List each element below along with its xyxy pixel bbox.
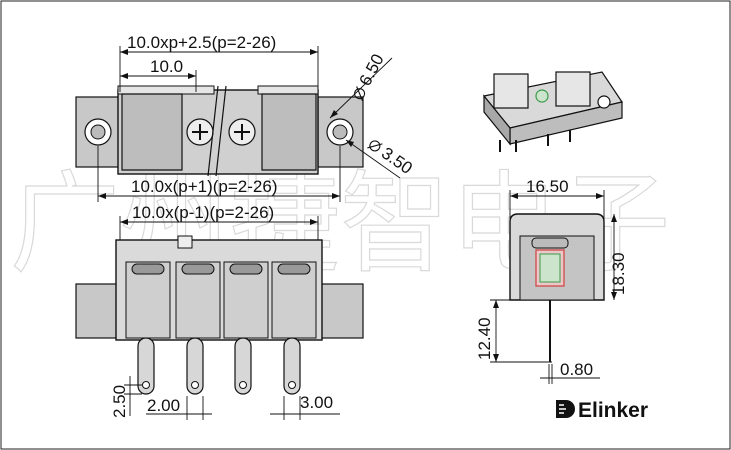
dim-height: 18.30 — [609, 252, 628, 295]
iso-mount-hole — [597, 95, 611, 109]
arrow-hole-large — [330, 110, 338, 118]
leader-hole-small — [345, 139, 401, 179]
screw-head-3 — [229, 263, 263, 275]
dim-pin-length: 12.40 — [475, 317, 494, 360]
break-mark — [207, 85, 227, 177]
dim-pin-gap: 3.00 — [300, 393, 333, 412]
screw-head-1 — [131, 263, 165, 275]
brand-name: Elinker — [578, 399, 648, 422]
dim-depth: 16.50 — [526, 177, 569, 196]
elinker-logo-icon — [556, 400, 575, 418]
pin-2 — [186, 337, 204, 395]
iso-pins — [499, 130, 571, 152]
side-view: 16.50 18.30 12.40 0.80 — [475, 177, 628, 384]
screw-1-slot — [192, 124, 208, 140]
leader-hole-large — [329, 57, 393, 119]
terminal-cover-1 — [121, 93, 183, 171]
pin-hole-1 — [142, 381, 150, 389]
iso-cover-1 — [493, 73, 529, 109]
logo-lines — [559, 404, 566, 414]
terminal-cell-1 — [125, 261, 171, 339]
side-screw-thread — [539, 253, 561, 283]
pin-hole-3 — [239, 381, 247, 389]
screw-head-2 — [181, 263, 215, 275]
diameter-slash-2 — [367, 143, 383, 149]
dim-length-p-plus-1: 10.0x(p+1)(p=2-26) — [131, 177, 277, 196]
pin-hole-4 — [288, 381, 296, 389]
dim-pin-width: 2.00 — [147, 396, 180, 415]
screw-2-slot — [234, 124, 250, 140]
iso-cover-2 — [555, 71, 591, 107]
dim-overall-length: 10.0xp+2.5(p=2-26) — [127, 33, 276, 52]
dim-hole-large: 6.50 — [355, 51, 387, 89]
top-body-lip-right — [257, 85, 319, 95]
right-hole-inner — [332, 124, 348, 140]
pin-1 — [137, 337, 155, 395]
terminal-cell-2 — [175, 261, 221, 339]
brand-logo: Elinker — [556, 399, 648, 422]
terminal-cell-4 — [271, 261, 317, 339]
pin-3 — [234, 337, 252, 395]
hole-large-label: 6.50 — [354, 51, 388, 102]
left-hole-inner — [90, 124, 106, 140]
diameter-slash-1 — [356, 86, 364, 102]
side-screw-head — [531, 237, 569, 249]
arrow-hole-small — [346, 140, 354, 147]
pin-4 — [283, 337, 301, 395]
diameter-symbol-1 — [354, 88, 366, 100]
arrows-pitch — [120, 73, 196, 79]
top-body-lip-left — [117, 85, 215, 95]
screw-head-4 — [277, 263, 311, 275]
dim-length-p-minus-1: 10.0x(p-1)(p=2-26) — [132, 203, 274, 222]
dim-pitch-top: 10.0 — [150, 57, 183, 76]
terminal-cover-2 — [261, 93, 317, 171]
iso-screw-1 — [535, 89, 549, 103]
pin-hole-2 — [191, 381, 199, 389]
dim-pin-thickness: 0.80 — [560, 360, 593, 379]
dim-pin-hole-offset: 2.50 — [110, 385, 129, 418]
diameter-symbol-2 — [369, 140, 381, 152]
front-view: 10.0x(p-1)(p=2-26) 2.50 2.00 — [75, 203, 364, 420]
isometric-view — [482, 71, 623, 152]
iso-side-face — [483, 94, 511, 146]
front-divider-tab — [177, 235, 193, 249]
